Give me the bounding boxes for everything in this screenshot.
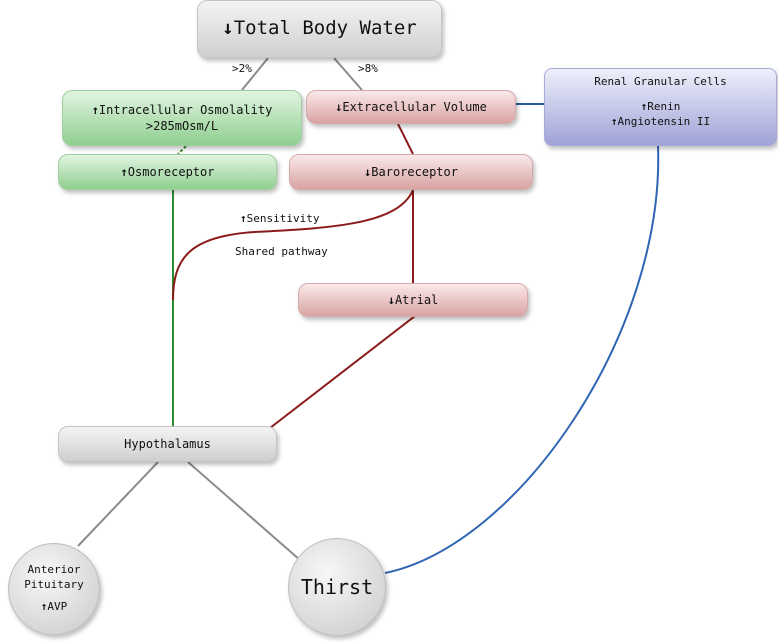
avp-label: AVP: [41, 600, 67, 615]
baroreceptor-node: Baroreceptor: [289, 154, 533, 190]
link-atrial-to-hypothalamus: [269, 315, 416, 429]
link-hypothalamus-to-pituitary: [77, 461, 159, 547]
link-water-to-intracellular: [241, 57, 269, 91]
atrial-label: Atrial: [388, 292, 438, 308]
osmolality-threshold-label: >285mOsm/L: [145, 119, 219, 133]
link-intracellular-to-osmoreceptor: [177, 145, 187, 155]
osmoreceptor-node: Osmoreceptor: [58, 154, 277, 190]
link-hypothalamus-to-thirst: [187, 461, 301, 561]
link-extracellular-to-baroreceptor: [397, 123, 414, 155]
anterior-pituitary-label: Anterior Pituitary: [24, 562, 84, 591]
hypothalamus-node: Hypothalamus: [58, 426, 277, 462]
renin-label: Renin: [641, 100, 680, 115]
intracellular-osmolality-label: Intracellular Osmolality: [92, 102, 272, 118]
threshold-label-intracellular: >2%: [232, 62, 252, 75]
atrial-node: Atrial: [298, 283, 528, 317]
shared-pathway-label: Shared pathway: [235, 245, 328, 258]
renal-granular-cells-label: Renal Granular Cells: [594, 75, 727, 88]
anterior-pituitary-node: Anterior Pituitary AVP: [8, 543, 100, 635]
threshold-label-extracellular: >8%: [358, 62, 378, 75]
thirst-label: Thirst: [300, 574, 374, 599]
baroreceptor-label: Baroreceptor: [364, 164, 458, 180]
link-angiotensin-to-thirst: [384, 145, 660, 574]
extracellular-volume-node: Extracellular Volume: [306, 90, 516, 124]
total-body-water-label: Total Body Water: [222, 16, 417, 42]
extracellular-volume-label: Extracellular Volume: [335, 99, 487, 115]
link-baroreceptor-to-shared-pathway: [172, 189, 414, 301]
total-body-water-node: Total Body Water: [197, 0, 442, 58]
renal-granular-cells-node: Renal Granular Cells Renin Angiotensin I…: [544, 68, 777, 146]
intracellular-osmolality-node: Intracellular Osmolality >285mOsm/L: [62, 90, 302, 146]
osmoreceptor-label: Osmoreceptor: [121, 164, 215, 180]
thirst-node: Thirst: [288, 538, 386, 636]
link-water-to-extracellular: [333, 57, 363, 91]
angiotensin-label: Angiotensin II: [611, 115, 710, 130]
hypothalamus-label: Hypothalamus: [124, 436, 211, 451]
sensitivity-label: Sensitivity: [240, 212, 320, 225]
